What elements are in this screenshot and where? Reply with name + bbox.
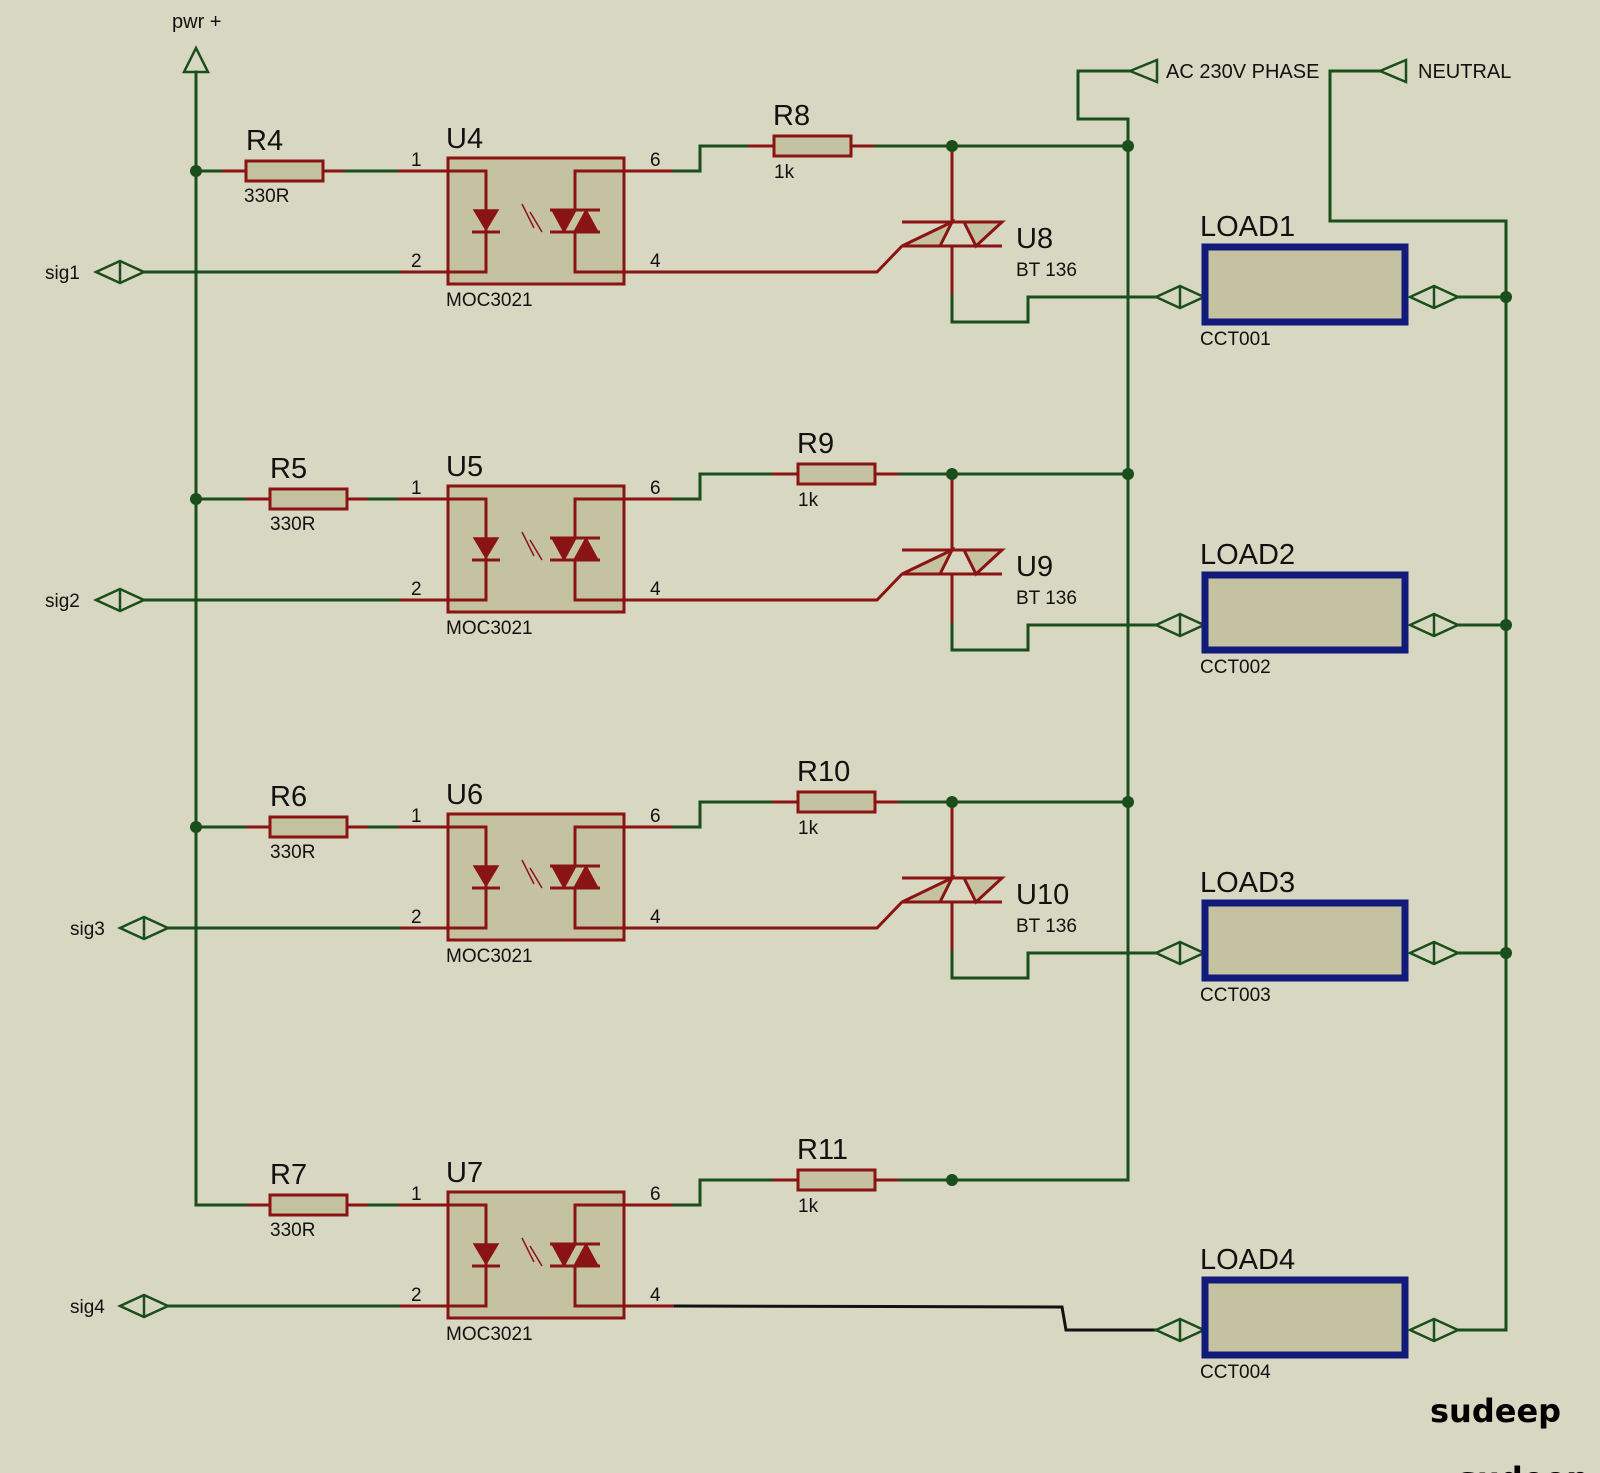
ac-phase-label: AC 230V PHASE bbox=[1166, 61, 1319, 83]
optocoupler-u4 bbox=[446, 156, 626, 286]
load3-box bbox=[1201, 899, 1409, 982]
u6-pin4: 4 bbox=[650, 907, 661, 928]
signature: sudeep bbox=[1430, 1392, 1561, 1430]
power-rail: pwr + bbox=[172, 11, 221, 1207]
r4-ref: R4 bbox=[246, 125, 283, 157]
triac-u8 bbox=[901, 218, 956, 248]
load1-ref: LOAD1 bbox=[1200, 211, 1295, 243]
optocoupler-u5 bbox=[446, 484, 626, 614]
triac-u10 bbox=[901, 874, 956, 904]
load4-ref: LOAD4 bbox=[1200, 1244, 1295, 1276]
load3-ref: LOAD3 bbox=[1200, 867, 1295, 899]
u5-pin1: 1 bbox=[411, 478, 422, 499]
u4-ref: U4 bbox=[446, 123, 483, 155]
resistor-r11 bbox=[796, 1168, 877, 1192]
r5-ref: R5 bbox=[270, 453, 307, 485]
u10-part: BT 136 bbox=[1016, 916, 1077, 937]
u10-ref: U10 bbox=[1016, 879, 1069, 911]
r10-value: 1k bbox=[798, 818, 819, 839]
resistor-r8 bbox=[772, 134, 853, 158]
ac-neutral-terminal: NEUTRAL bbox=[1328, 58, 1511, 223]
load4-id: CCT004 bbox=[1200, 1362, 1271, 1383]
load2-id: CCT002 bbox=[1200, 657, 1271, 678]
u5-ref: U5 bbox=[446, 451, 483, 483]
r9-ref: R9 bbox=[797, 428, 834, 460]
resistor-r4 bbox=[244, 159, 325, 183]
u9-part: BT 136 bbox=[1016, 588, 1077, 609]
u6-ref: U6 bbox=[446, 779, 483, 811]
power-label: pwr + bbox=[172, 11, 221, 33]
u4-pin6: 6 bbox=[650, 150, 661, 171]
sig3-label: sig3 bbox=[70, 919, 105, 940]
u5-pin4: 4 bbox=[650, 579, 661, 600]
u7-pin6: 6 bbox=[650, 1184, 661, 1205]
r10-ref: R10 bbox=[797, 756, 850, 788]
ac-phase-terminal: AC 230V PHASE bbox=[1076, 58, 1319, 148]
load3-id: CCT003 bbox=[1200, 985, 1271, 1006]
u9-ref: U9 bbox=[1016, 551, 1053, 583]
channel-4: R7 330R 1 2 6 4 U7 MOC3021 sig4 R11 1k bbox=[70, 1134, 1508, 1383]
u5-pin6: 6 bbox=[650, 478, 661, 499]
u8-part: BT 136 bbox=[1016, 260, 1077, 281]
r8-ref: R8 bbox=[773, 100, 810, 132]
u4-pin2: 2 bbox=[411, 251, 422, 272]
r4-value: 330R bbox=[244, 186, 289, 207]
resistor-r5 bbox=[268, 487, 349, 511]
u4-pin4: 4 bbox=[650, 251, 661, 272]
u7-pin4: 4 bbox=[650, 1285, 661, 1306]
sig2-label: sig2 bbox=[45, 591, 80, 612]
resistor-r9 bbox=[796, 462, 877, 486]
load1-id: CCT001 bbox=[1200, 329, 1271, 350]
triac-u9 bbox=[901, 546, 956, 576]
u6-pin6: 6 bbox=[650, 806, 661, 827]
sig4-label: sig4 bbox=[70, 1297, 105, 1318]
r5-value: 330R bbox=[270, 514, 315, 535]
u8-ref: U8 bbox=[1016, 223, 1053, 255]
u4-pin1: 1 bbox=[411, 150, 422, 171]
u4-part: MOC3021 bbox=[446, 290, 533, 311]
signature-cut: sudeep bbox=[1458, 1460, 1589, 1473]
load2-ref: LOAD2 bbox=[1200, 539, 1295, 571]
channel-1: R4 330R 1 2 6 4 U4 MOC3021 sig1 bbox=[45, 100, 1512, 350]
sig1-label: sig1 bbox=[45, 263, 80, 284]
r11-value: 1k bbox=[798, 1196, 819, 1217]
load2-box bbox=[1201, 571, 1409, 654]
u7-pin2: 2 bbox=[411, 1285, 422, 1306]
u6-part: MOC3021 bbox=[446, 946, 533, 967]
u5-pin2: 2 bbox=[411, 579, 422, 600]
load4-box bbox=[1201, 1276, 1409, 1359]
r7-ref: R7 bbox=[270, 1159, 307, 1191]
channel-2: R5 330R 1 2 6 4 U5 MOC3021 sig2 R9 1k bbox=[45, 428, 1512, 678]
resistor-r6 bbox=[268, 815, 349, 839]
u7-part: MOC3021 bbox=[446, 1324, 533, 1345]
ac-neutral-label: NEUTRAL bbox=[1418, 61, 1511, 83]
r8-value: 1k bbox=[774, 162, 795, 183]
u7-ref: U7 bbox=[446, 1157, 483, 1189]
u6-pin2: 2 bbox=[411, 907, 422, 928]
r6-ref: R6 bbox=[270, 781, 307, 813]
r9-value: 1k bbox=[798, 490, 819, 511]
resistor-r7 bbox=[268, 1193, 349, 1217]
channel-3: R6 330R 1 2 6 4 U6 MOC3021 sig3 R10 1k bbox=[70, 756, 1512, 1006]
r7-value: 330R bbox=[270, 1220, 315, 1241]
u7-pin1: 1 bbox=[411, 1184, 422, 1205]
r11-ref: R11 bbox=[797, 1134, 848, 1166]
u6-pin1: 1 bbox=[411, 806, 422, 827]
resistor-r10 bbox=[796, 790, 877, 814]
load1-box bbox=[1201, 243, 1409, 326]
r6-value: 330R bbox=[270, 842, 315, 863]
u5-part: MOC3021 bbox=[446, 618, 533, 639]
